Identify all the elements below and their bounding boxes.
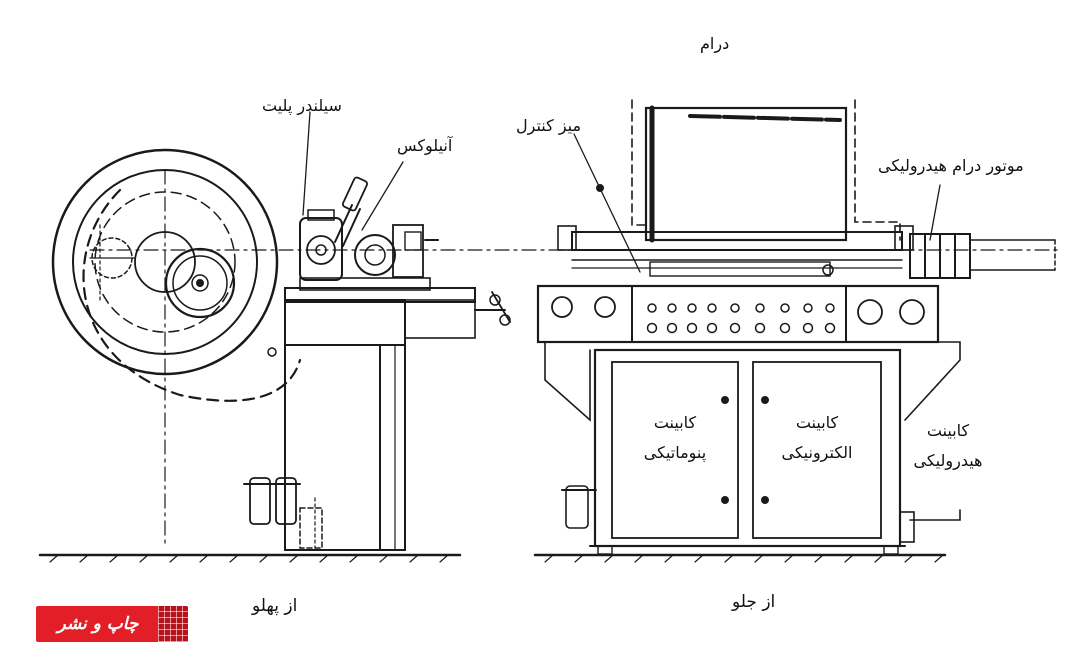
control-table-panel [536, 284, 940, 344]
label-electronic-cabinet: کابینت الکترونیکی [760, 408, 874, 468]
view-caption-side: از پهلو [252, 596, 298, 616]
label-pneumatic-cabinet-line1: کابینت [653, 413, 697, 432]
filter-units [243, 477, 323, 549]
front-view-drawing [533, 99, 1056, 563]
label-pneumatic-cabinet: کابینت پنوماتیکی [618, 408, 732, 468]
logo-grid-icon [158, 606, 188, 642]
side-plate-roller [164, 247, 236, 319]
front-drum [596, 99, 901, 243]
label-control-table: میز کنترل [516, 116, 582, 135]
label-plate-cylinder: سیلندر پلیت [262, 96, 342, 115]
label-electronic-cabinet-line2: الکترونیکی [781, 443, 853, 462]
label-anilox: آنیلوکس [397, 136, 453, 155]
label-hydraulic-cabinet-line2: هیدرولیکی [913, 451, 983, 470]
plate-cylinder-unit [299, 209, 343, 281]
label-pneumatic-cabinet-line2: پنوماتیکی [643, 443, 707, 462]
label-drum: درام [700, 34, 730, 53]
drum-hydraulic-motor [909, 233, 1056, 279]
label-hydraulic-cabinet-line1: کابینت [926, 421, 970, 440]
label-drum-hydraulic-motor: موتور درام هیدرولیکی [878, 156, 1024, 175]
side-view-drawing [38, 111, 1061, 563]
logo-text: چاپ و نشر آنلاین [57, 614, 139, 634]
label-hydraulic-cabinet: کابینت هیدرولیکی [898, 416, 998, 476]
view-caption-front: از جلو [732, 592, 776, 612]
label-electronic-cabinet-line1: کابینت [795, 413, 839, 432]
cabinets [589, 348, 906, 555]
publisher-logo: چاپ و نشر آنلاین [36, 606, 188, 642]
anilox-unit [334, 176, 439, 278]
